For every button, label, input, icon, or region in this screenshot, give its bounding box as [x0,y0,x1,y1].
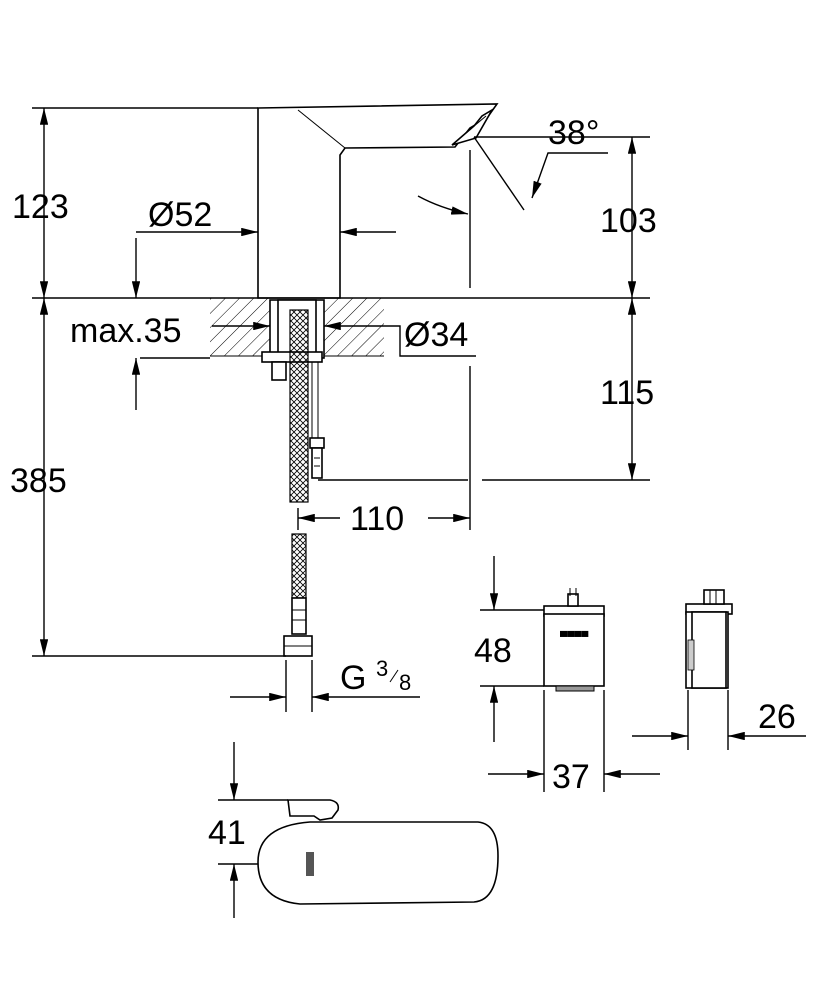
faucet-top-view [257,799,499,905]
deck-right [324,298,384,356]
box-front-body [543,613,605,687]
dim-max-deck-thickness: max.35 [70,312,182,350]
dim-overall-height: 385 [10,462,67,500]
dim-box-depth: 115 [600,374,654,412]
dim-box-height: 48 [474,632,512,670]
control-box-side [685,589,733,689]
dim-thread-numerator: 3 [376,656,388,681]
top-view-dimensions: 41 [208,742,288,918]
box-dimensions: 48 37 26 [474,556,806,796]
dim-spout-reach: 110 [350,500,404,538]
dim-hole-diameter: Ø34 [404,316,468,354]
side-view-dimensions: 123 385 Ø52 max.35 Ø34 103 115 38° [10,107,657,712]
spout-top-edge [297,109,346,149]
dim-box-side-depth: 26 [758,698,796,736]
supply-hose [289,309,309,503]
dim-box-width: 37 [552,758,590,796]
brand-mark: ▀▀▀▀ [560,630,589,643]
faucet-side-view [210,103,499,657]
dim-thread-denominator: 8 [399,670,411,695]
dim-spout-angle: 38° [548,114,599,152]
top-view-body [257,821,499,905]
top-view-sensor [287,799,340,821]
dim-faucet-height: 123 [12,188,69,226]
faucet-body [257,103,499,299]
control-box-front: ▀▀▀▀ [543,588,605,692]
dim-spout-height: 103 [600,202,657,240]
dim-top-view-height: 41 [208,814,246,852]
deck-left [210,298,270,356]
dim-thread: G [340,659,366,697]
dim-spout-base-diameter: Ø52 [148,196,212,234]
